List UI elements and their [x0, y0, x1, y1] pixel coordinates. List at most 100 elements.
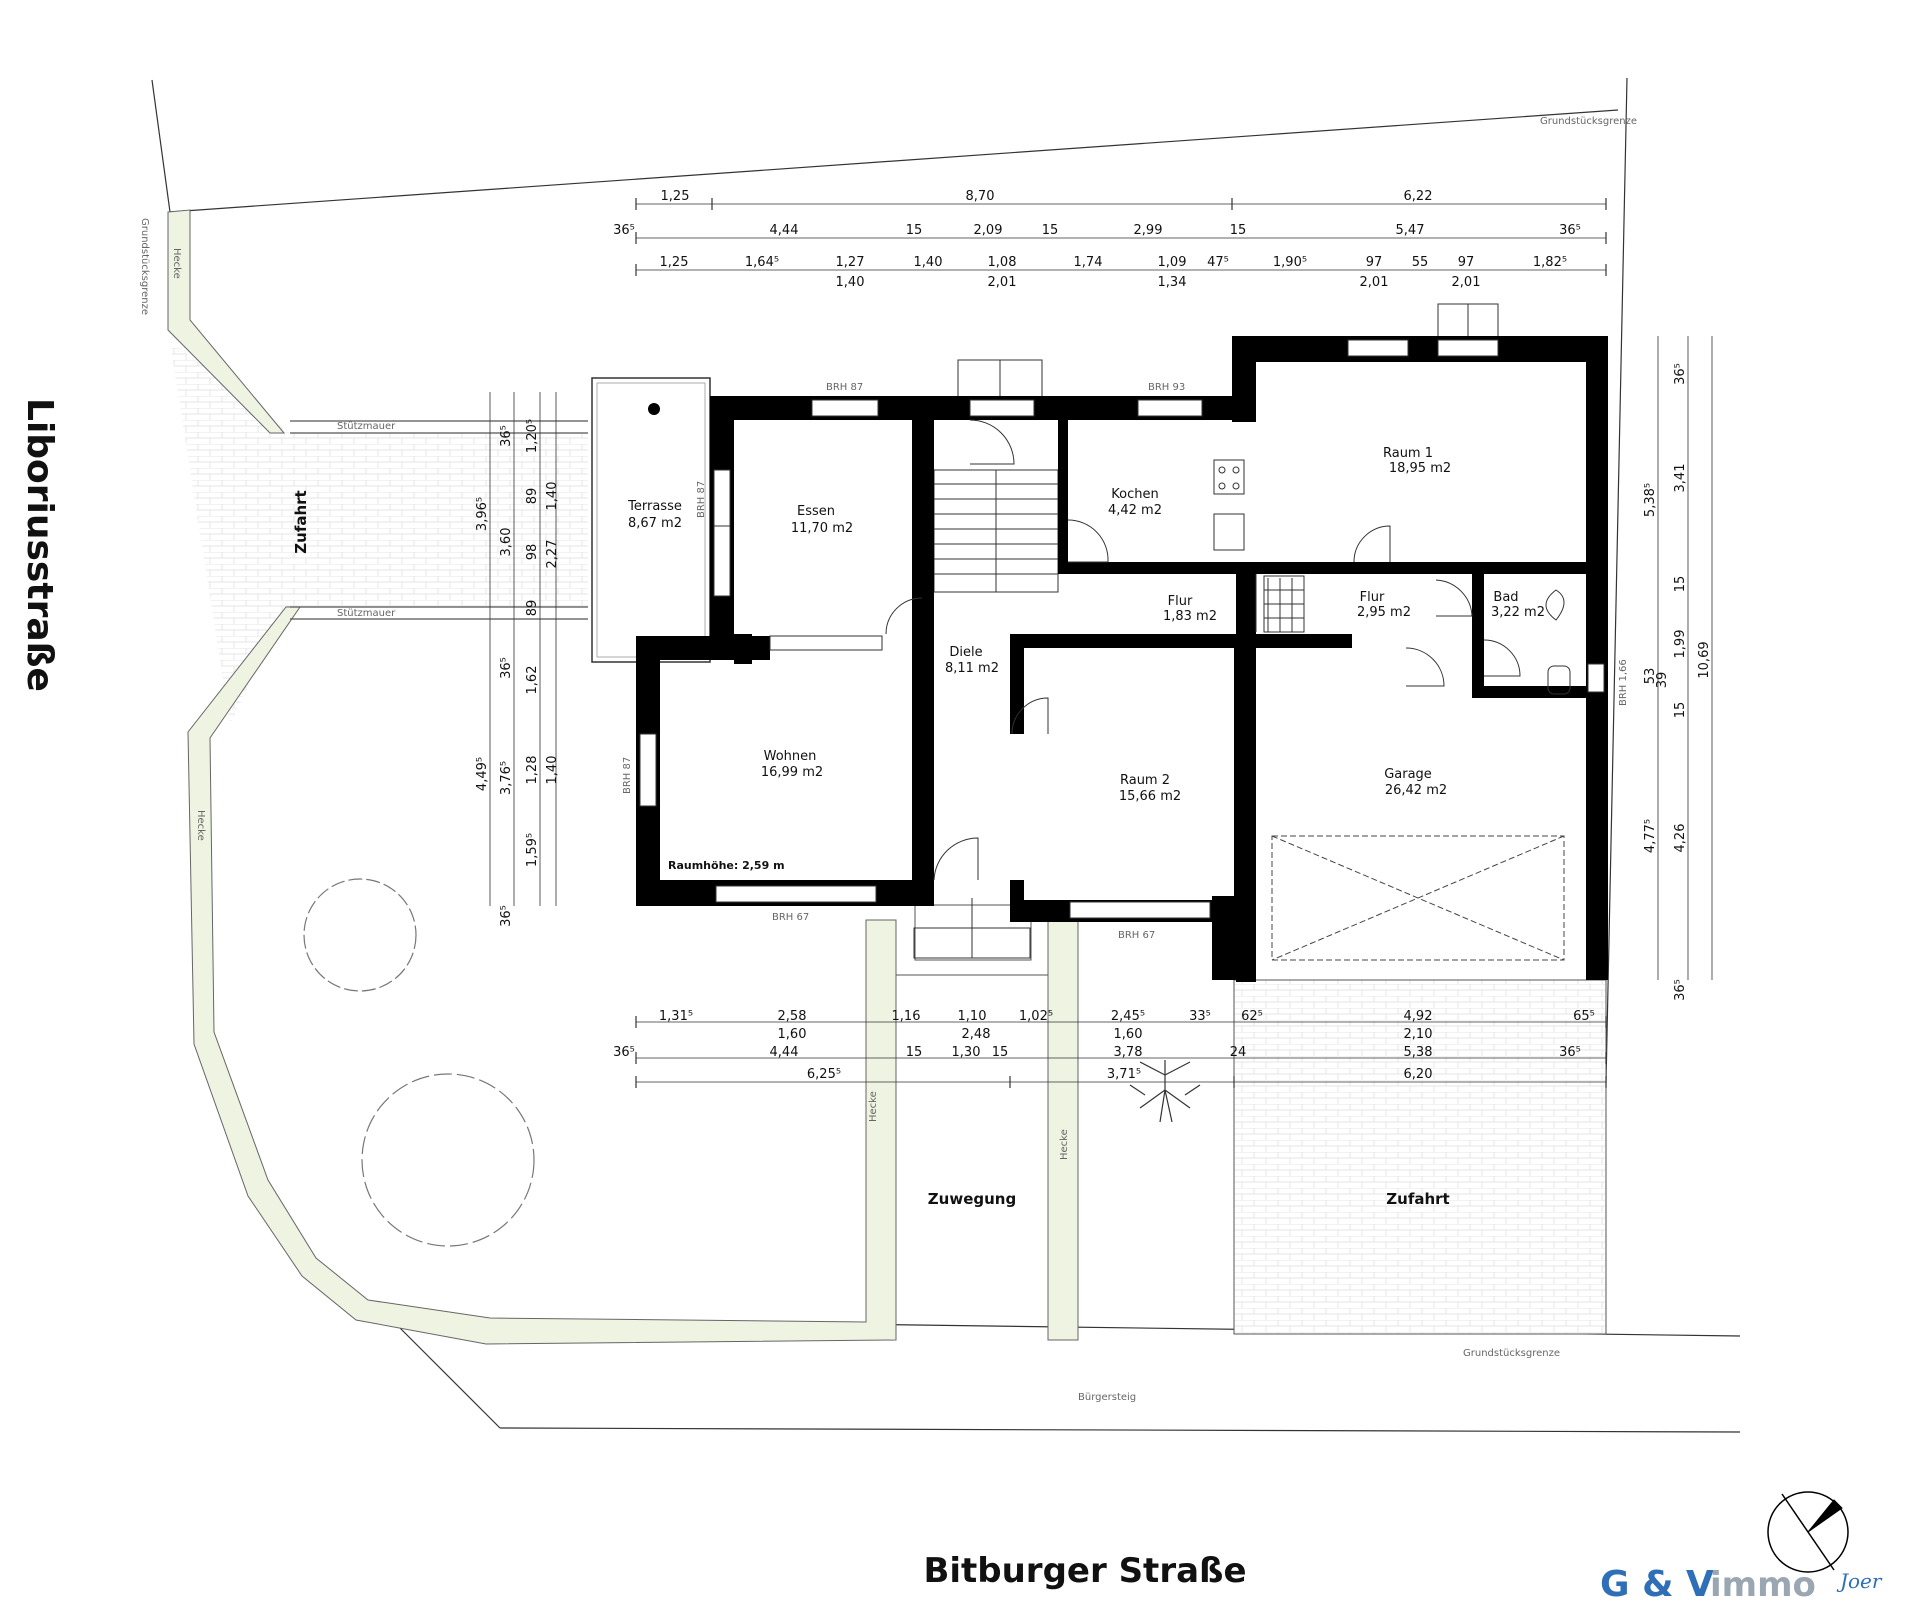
svg-text:1,59⁵: 1,59⁵ — [525, 833, 540, 867]
svg-text:39: 39 — [1655, 672, 1670, 689]
svg-text:2,45⁵: 2,45⁵ — [1111, 1009, 1145, 1024]
dims-bottom-row1: 1,31⁵ 2,58 1,16 1,10 1,02⁵ 2,45⁵ 33⁵ 62⁵… — [659, 1009, 1595, 1024]
svg-text:4,26: 4,26 — [1673, 824, 1688, 853]
street-south: Bitburger Straße — [923, 1551, 1246, 1591]
svg-text:36⁵: 36⁵ — [613, 223, 635, 238]
svg-text:1,20⁵: 1,20⁵ — [525, 419, 540, 453]
svg-text:10,69: 10,69 — [1697, 641, 1712, 678]
paving-west-corner — [170, 342, 290, 724]
room-area-wohnen: 16,99 m2 — [761, 765, 823, 780]
svg-text:1,60: 1,60 — [778, 1027, 807, 1042]
svg-text:1,30: 1,30 — [952, 1045, 981, 1060]
room-name-essen: Essen — [797, 504, 835, 519]
svg-text:36⁵: 36⁵ — [1673, 979, 1688, 1001]
room-name-raum1: Raum 1 — [1383, 446, 1433, 461]
hedges — [167, 209, 1079, 1345]
room-area-bad: 3,22 m2 — [1491, 605, 1545, 620]
sill-terrasse-side: BRH 87 — [696, 481, 707, 518]
dims-top-row3-sub: 1,40 2,01 1,34 2,01 2,01 — [836, 275, 1481, 290]
svg-text:2,01: 2,01 — [1452, 275, 1481, 290]
svg-text:2,48: 2,48 — [962, 1027, 991, 1042]
svg-text:1,40: 1,40 — [836, 275, 865, 290]
svg-text:89: 89 — [525, 600, 540, 617]
svg-text:97: 97 — [1366, 255, 1383, 270]
svg-text:4,92: 4,92 — [1404, 1009, 1433, 1024]
dimension-lines — [489, 203, 1713, 1083]
svg-text:89: 89 — [525, 488, 540, 505]
svg-text:1,28: 1,28 — [525, 756, 540, 785]
svg-text:98: 98 — [525, 544, 540, 561]
room-area-terrasse: 8,67 m2 — [628, 516, 682, 531]
svg-text:1,25: 1,25 — [661, 189, 690, 204]
svg-text:62⁵: 62⁵ — [1241, 1009, 1263, 1024]
svg-text:65⁵: 65⁵ — [1573, 1009, 1595, 1024]
svg-text:15: 15 — [1673, 702, 1688, 719]
svg-text:15: 15 — [1230, 223, 1247, 238]
room-name-flur2: Flur — [1360, 590, 1385, 605]
room-area-essen: 11,70 m2 — [791, 521, 853, 536]
boundary-label-top: Grundstücksgrenze — [1540, 116, 1637, 127]
svg-text:47⁵: 47⁵ — [1207, 255, 1229, 270]
svg-text:24: 24 — [1230, 1045, 1247, 1060]
hedge-label-1: Hecke — [171, 248, 182, 279]
svg-text:15: 15 — [992, 1045, 1009, 1060]
svg-text:6,25⁵: 6,25⁵ — [807, 1067, 841, 1082]
street-west: Liboriusstraße — [19, 398, 60, 692]
sidewalk-label: Bürgersteig — [1078, 1392, 1136, 1403]
svg-text:2,99: 2,99 — [1134, 223, 1163, 238]
driveway-east-outline — [1233, 979, 1607, 1335]
svg-text:1,62: 1,62 — [525, 666, 540, 695]
room-area-raum2: 15,66 m2 — [1119, 789, 1181, 804]
svg-text:53: 53 — [1643, 668, 1658, 685]
svg-text:6,20: 6,20 — [1404, 1067, 1433, 1082]
zone-driveway-west: Zufahrt — [292, 490, 310, 553]
svg-text:2,01: 2,01 — [1360, 275, 1389, 290]
zone-walkway: Zuwegung — [928, 1190, 1016, 1208]
svg-text:36⁵: 36⁵ — [1559, 223, 1581, 238]
room-name-flur1: Flur — [1168, 594, 1193, 609]
hedge-label-2: Hecke — [195, 810, 206, 841]
paving-driveway-east — [1234, 980, 1606, 1334]
svg-text:1,99: 1,99 — [1673, 630, 1688, 659]
svg-text:3,60: 3,60 — [499, 528, 514, 557]
svg-text:1,82⁵: 1,82⁵ — [1533, 255, 1567, 270]
svg-text:5,38: 5,38 — [1404, 1045, 1433, 1060]
svg-text:36⁵: 36⁵ — [499, 657, 514, 679]
svg-text:15: 15 — [906, 1045, 923, 1060]
dims-right: 5,38⁵ 53 4,77⁵ 36⁵ 3,41 15 1,99 39 15 4,… — [1643, 363, 1712, 1001]
room-area-garage: 26,42 m2 — [1385, 783, 1447, 798]
room-area-raum1: 18,95 m2 — [1389, 461, 1451, 476]
svg-text:2,27: 2,27 — [545, 540, 560, 569]
svg-text:1,64⁵: 1,64⁵ — [745, 255, 779, 270]
svg-text:36⁵: 36⁵ — [613, 1045, 635, 1060]
bath-fixtures — [1213, 459, 1571, 695]
svg-text:36⁵: 36⁵ — [499, 425, 514, 447]
sill-kochen-top: BRH 93 — [1148, 382, 1185, 393]
svg-text:97: 97 — [1458, 255, 1475, 270]
svg-text:1,40: 1,40 — [545, 482, 560, 511]
logo: G & V immo Joer — [1600, 1564, 1883, 1605]
svg-text:1,40: 1,40 — [914, 255, 943, 270]
walls — [636, 336, 1608, 982]
room-name-diele: Diele — [949, 645, 982, 660]
room-name-terrasse: Terrasse — [627, 499, 682, 514]
svg-text:5,38⁵: 5,38⁵ — [1643, 483, 1658, 517]
room-area-flur1: 1,83 m2 — [1163, 609, 1217, 624]
logo-brand: G & V — [1600, 1564, 1714, 1605]
dim-ticks — [635, 198, 1607, 1088]
svg-text:1,90⁵: 1,90⁵ — [1273, 255, 1307, 270]
compass-icon — [1767, 1491, 1849, 1573]
retaining-wall-label-top: Stützmauer — [337, 421, 396, 432]
svg-text:55: 55 — [1412, 255, 1429, 270]
room-area-flur2: 2,95 m2 — [1357, 605, 1411, 620]
retaining-walls — [290, 420, 588, 620]
svg-text:3,96⁵: 3,96⁵ — [475, 497, 490, 531]
room-area-kochen: 4,42 m2 — [1108, 503, 1162, 518]
dims-left: 3,96⁵ 4,49⁵ 36⁵ 3,60 36⁵ 3,76⁵ 36⁵ 1,20⁵… — [475, 419, 560, 927]
svg-text:1,40: 1,40 — [545, 756, 560, 785]
retaining-wall-label-bottom: Stützmauer — [337, 608, 396, 619]
svg-text:15: 15 — [906, 223, 923, 238]
svg-text:15: 15 — [1673, 576, 1688, 593]
svg-text:1,16: 1,16 — [892, 1009, 921, 1024]
